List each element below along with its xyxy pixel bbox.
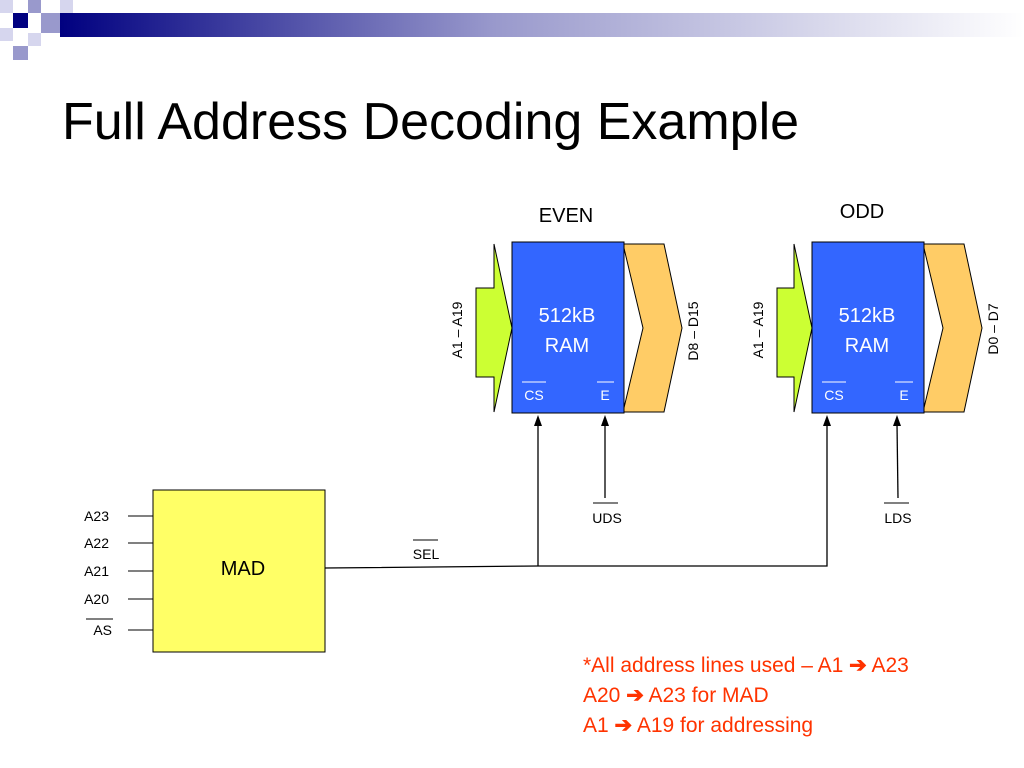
header-gradient-bar xyxy=(60,13,1024,37)
mad-block xyxy=(152,489,326,653)
odd-cs-pin: CS xyxy=(824,387,843,403)
odd-data-bus-label: D0 – D7 xyxy=(985,303,1001,355)
odd-data-bus-arrow xyxy=(922,243,983,413)
mad-label: MAD xyxy=(221,558,265,580)
odd-ram-label-line1: 512kB xyxy=(839,305,896,327)
uds-arrowhead xyxy=(601,415,609,426)
mad-input-label-as: AS xyxy=(93,622,112,638)
header-square xyxy=(41,13,60,33)
even-cs-pin: CS xyxy=(524,387,543,403)
header-square xyxy=(60,0,73,13)
header-square xyxy=(28,33,41,46)
even-data-bus-label: D8 – D15 xyxy=(685,301,701,360)
lds-line xyxy=(896,423,899,499)
odd-cs-arrowhead xyxy=(823,415,831,426)
sel-wire xyxy=(324,425,828,569)
address-notes: *All address lines used – A1 ➔ A23 A20 ➔… xyxy=(583,651,909,741)
even-cs-arrowhead xyxy=(534,415,542,426)
lds-label: LDS xyxy=(884,510,911,526)
right-arrow-icon: ➔ xyxy=(849,654,867,677)
odd-ram-label-line2: RAM xyxy=(845,335,889,357)
odd-address-bus-arrow xyxy=(776,243,813,413)
header-square xyxy=(0,0,13,13)
mad-input-label: A23 xyxy=(84,508,109,524)
sel-label: SEL xyxy=(413,546,440,562)
note-line: A20 ➔ A23 for MAD xyxy=(583,684,769,707)
odd-address-bus-label: A1 – A19 xyxy=(750,301,766,358)
header-decoration xyxy=(0,0,1024,60)
note-line: *All address lines used – A1 ➔ A23 xyxy=(583,654,909,677)
even-ram-label-line2: RAM xyxy=(545,335,589,357)
even-e-pin: E xyxy=(600,387,609,403)
header-square xyxy=(13,13,28,28)
right-arrow-icon: ➔ xyxy=(626,684,644,707)
right-arrow-icon: ➔ xyxy=(614,714,633,737)
header-square xyxy=(0,28,13,41)
even-ram-chip xyxy=(511,241,625,414)
mad-input-label: A22 xyxy=(84,535,109,551)
sel-wiring: SEL xyxy=(324,415,831,569)
odd-e-pin: E xyxy=(899,387,908,403)
odd-ram-group: ODD 512kB RAM CS E A1 – A19 D0 – D7 LDS xyxy=(750,201,1001,526)
even-address-bus-label: A1 – A19 xyxy=(449,301,465,358)
even-ram-group: EVEN 512kB RAM CS E A1 – A19 D8 – D15 UD… xyxy=(449,205,701,526)
mad-input-label: A20 xyxy=(84,591,109,607)
header-square xyxy=(13,46,28,60)
lds-arrowhead xyxy=(893,415,901,426)
mad-input-label: A21 xyxy=(84,563,109,579)
note-line: A1 ➔ A19 for addressing xyxy=(583,714,814,737)
even-address-bus-arrow xyxy=(475,243,513,413)
odd-heading: ODD xyxy=(840,201,884,223)
even-heading: EVEN xyxy=(539,205,593,227)
even-ram-label-line1: 512kB xyxy=(539,305,596,327)
header-square xyxy=(28,0,41,13)
even-data-bus-arrow xyxy=(622,243,683,413)
mad-group: MAD A23 A22 A21 A20 AS xyxy=(84,489,326,653)
uds-label: UDS xyxy=(592,510,622,526)
odd-ram-chip xyxy=(811,241,925,414)
slide-title: Full Address Decoding Example xyxy=(62,93,800,151)
